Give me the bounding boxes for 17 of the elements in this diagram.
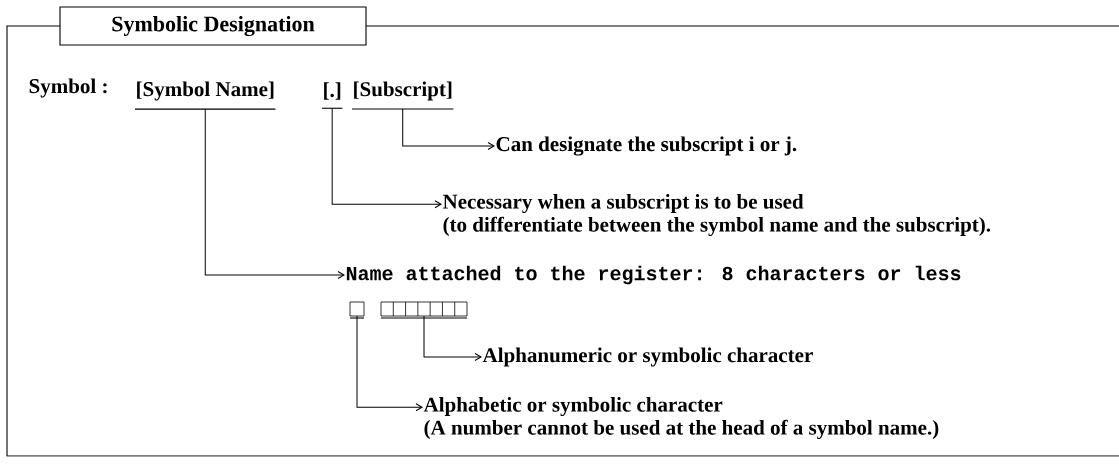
leader-arrow (356, 315, 423, 412)
term-text: [.] (321, 82, 343, 109)
term-text: [Symbol Name] (134, 81, 277, 110)
annotation-text: Necessary when a subscript is to be used (to differentiate between the symbol name and the subscript). (442, 193, 991, 237)
title-box: Symbolic Designation (59, 6, 367, 46)
label-text: Symbol : (29, 78, 107, 98)
leader-arrow (331, 107, 442, 209)
character-box (349, 301, 365, 317)
leader-arrow (402, 108, 495, 150)
annotation-text: Alphabetic or symbolic character (A number cannot be used at the head of a symbol name.) (423, 396, 939, 440)
character-boxes (380, 301, 468, 317)
annotation-text: Alphanumeric or symbolic character (482, 347, 813, 367)
annotation-text: Name attached to the register: 8 characters or less (346, 265, 961, 285)
leader-arrow (423, 315, 482, 361)
term-text: [Subscript] (351, 81, 454, 110)
leader-arrow (204, 108, 345, 279)
annotation-text: Can designate the subscript i or j. (496, 136, 797, 156)
